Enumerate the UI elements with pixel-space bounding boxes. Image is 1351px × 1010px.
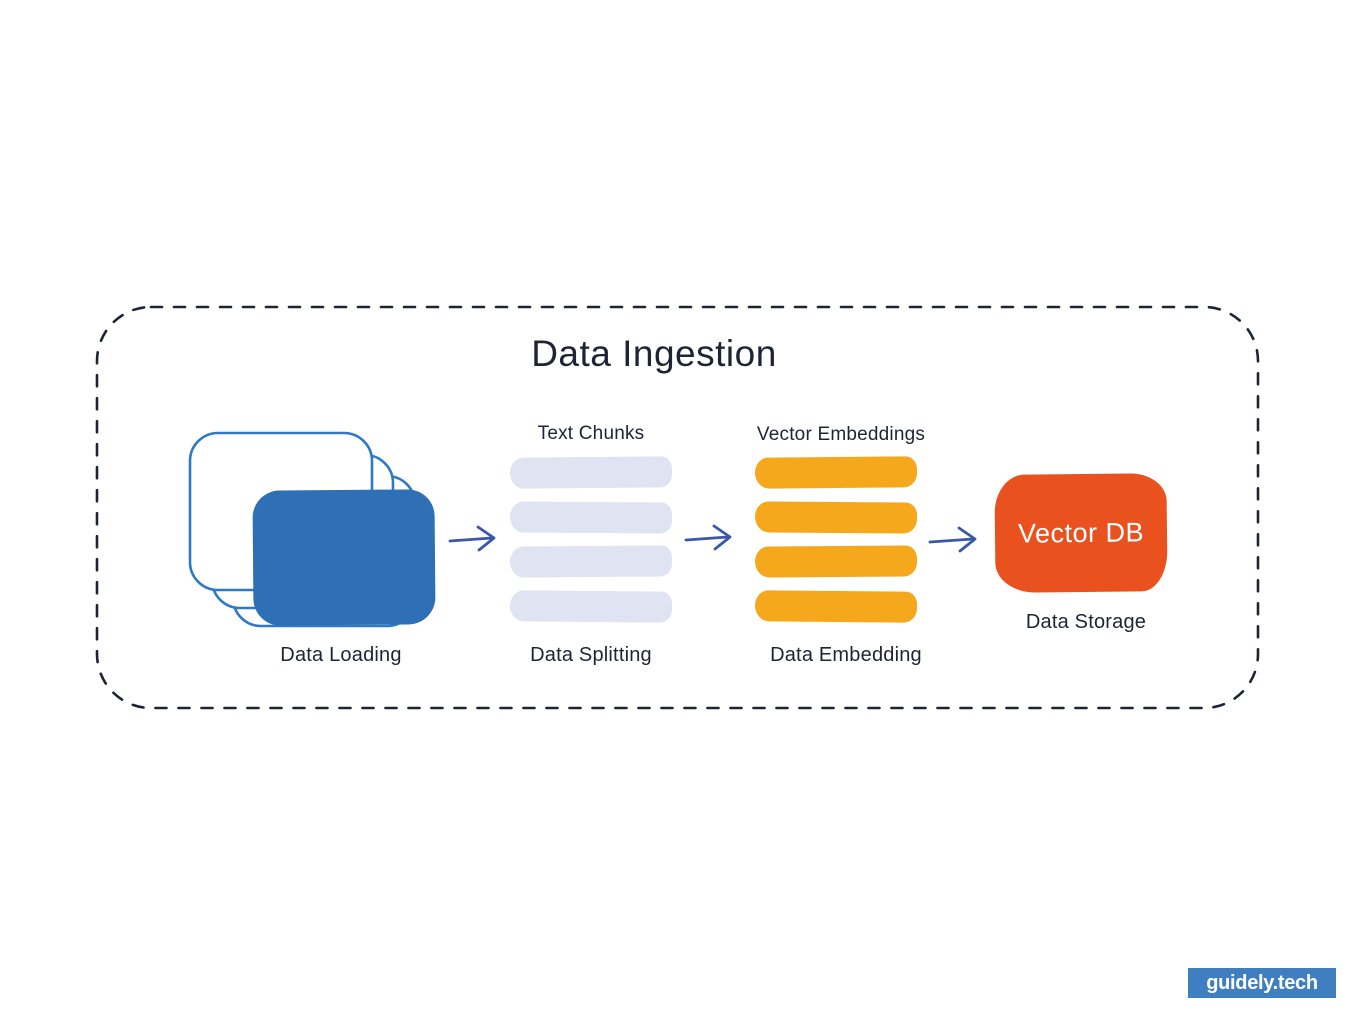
flow-arrow-loading-to-splitting [448, 525, 496, 552]
text-chunk-bar [509, 501, 673, 534]
data-loading-label: Data Loading [280, 644, 402, 666]
guidely-tech-logo-text: guidely.tech [1206, 971, 1318, 994]
flow-arrow-embedding-to-storage [928, 526, 977, 553]
embedding-bar [754, 545, 918, 578]
document-stack-icon [188, 431, 436, 628]
embedding-bar [754, 590, 918, 623]
diagram-title: Data Ingestion [531, 333, 777, 374]
text-chunk-bar [509, 545, 673, 578]
text-chunk-bar [509, 456, 673, 489]
data-embedding-label: Data Embedding [770, 644, 922, 666]
embedding-bar [754, 456, 918, 489]
data-splitting-label: Data Splitting [530, 644, 652, 666]
flow-arrow-splitting-to-embedding [684, 524, 732, 551]
data-storage-label: Data Storage [1025, 611, 1147, 633]
embedding-bar [754, 501, 918, 534]
text-chunks-label: Text Chunks [537, 423, 645, 444]
vector-db-box-label: Vector DB [1017, 516, 1145, 549]
vector-db-box: Vector DB [994, 473, 1168, 593]
guidely-tech-logo: guidely.tech [1188, 968, 1336, 998]
vector-embeddings-label: Vector Embeddings [756, 424, 926, 445]
text-chunk-bar [509, 590, 673, 623]
